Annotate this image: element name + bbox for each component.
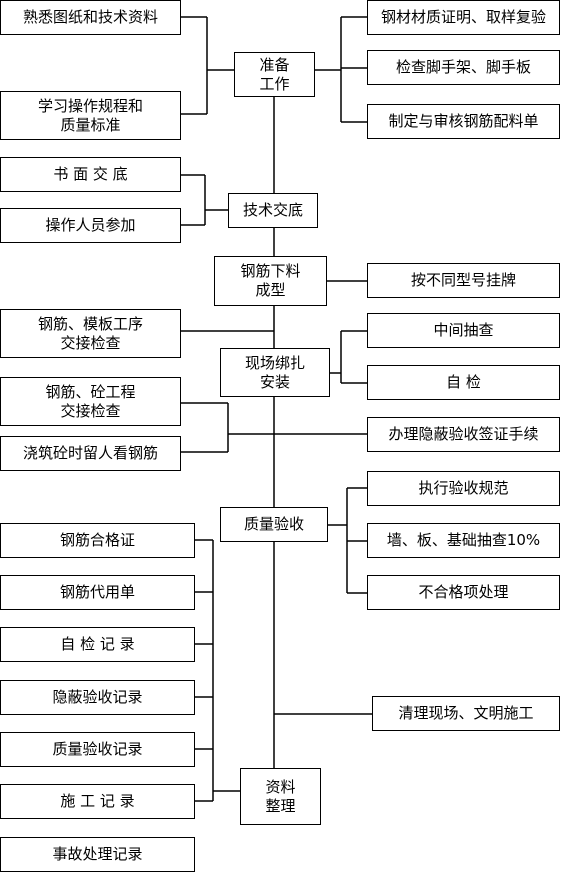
node-nonconforming: 不合格项处理 (367, 575, 560, 610)
node-spot-check-middle: 中间抽查 (367, 313, 560, 348)
node-tag-by-type: 按不同型号挂牌 (367, 263, 560, 298)
node-operators-attend: 操作人员参加 (0, 208, 181, 243)
node-quality-record: 质量验收记录 (0, 732, 195, 767)
node-concealed-signoff: 办理隐蔽验收签证手续 (367, 417, 560, 452)
node-construction-record: 施 工 记 录 (0, 784, 195, 819)
node-learn-rules: 学习操作规程和 质量标准 (0, 91, 181, 140)
node-familiarize-drawings: 熟悉图纸和技术资料 (0, 0, 181, 35)
node-check-scaffold: 检查脚手架、脚手板 (367, 50, 560, 85)
node-quality-acceptance: 质量验收 (220, 507, 328, 542)
node-rebar-certificate: 钢筋合格证 (0, 523, 195, 558)
node-wall-slab-check: 墙、板、基础抽查10% (367, 523, 560, 558)
node-accident-record: 事故处理记录 (0, 837, 195, 872)
node-tech-briefing: 技术交底 (228, 193, 318, 228)
node-clean-site: 清理现场、文明施工 (372, 696, 560, 731)
node-follow-spec: 执行验收规范 (367, 471, 560, 506)
node-rebar-concrete-handover: 钢筋、砼工程 交接检查 (0, 377, 181, 426)
node-rebar-substitution: 钢筋代用单 (0, 575, 195, 610)
node-cutting-forming: 钢筋下料 成型 (214, 256, 327, 306)
node-preparation: 准备 工作 (234, 52, 315, 97)
node-rebar-schedule: 制定与审核钢筋配料单 (367, 104, 560, 139)
node-documents: 资料 整理 (240, 768, 321, 825)
node-self-check: 自 检 (367, 365, 560, 400)
node-written-briefing: 书 面 交 底 (0, 157, 181, 192)
node-steel-certificate: 钢材材质证明、取样复验 (367, 0, 560, 35)
node-site-binding: 现场绑扎 安装 (220, 348, 330, 397)
node-rebar-formwork-handover: 钢筋、模板工序 交接检查 (0, 309, 181, 358)
node-watch-rebar: 浇筑砼时留人看钢筋 (0, 436, 181, 471)
node-concealed-record: 隐蔽验收记录 (0, 680, 195, 715)
node-self-check-record: 自 检 记 录 (0, 627, 195, 662)
